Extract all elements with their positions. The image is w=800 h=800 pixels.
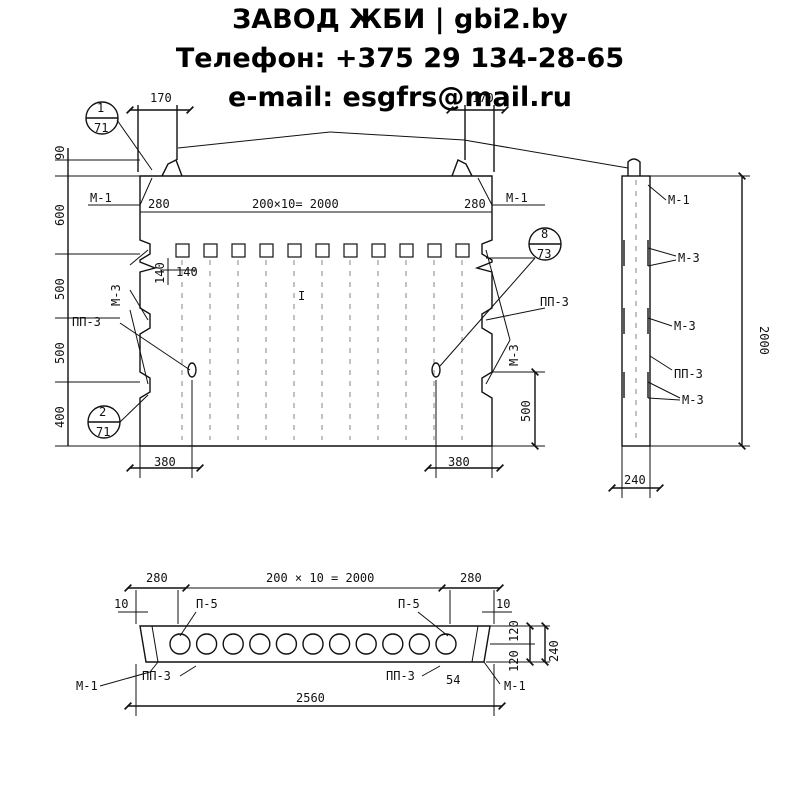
callout-right-num: 8: [541, 227, 548, 241]
dim-280-right: 280: [464, 197, 486, 211]
plan-hole: [195, 633, 218, 655]
plan-dim-total: 2560: [296, 691, 325, 705]
plan-dim-120-top: 120: [507, 620, 521, 642]
plan-view-labels: 280 200 × 10 = 2000 280 10 10 П-5 П-5 12…: [76, 571, 561, 705]
plan-hole: [355, 633, 377, 655]
label-pp3-right: ПП-3: [540, 295, 569, 309]
plan-dim-280-left: 280: [146, 571, 168, 585]
front-view: [55, 101, 629, 478]
plan-outline: [139, 625, 491, 663]
plan-hole: [328, 633, 351, 655]
callout-bottom-sheet: 71: [96, 425, 110, 439]
dim-left-90: 90: [53, 146, 67, 160]
front-panel-outline: [139, 175, 493, 447]
lifting-loop-right: [451, 159, 473, 177]
front-view-labels: 170 170 1 71 2 71 8 73 90 600 500 500 40…: [53, 91, 569, 469]
side-view-labels: М-1 М-3 М-3 ПП-3 М-3 2000 240: [624, 193, 771, 487]
label-m1-left: М-1: [90, 191, 112, 205]
plan-dim-10-right: 10: [496, 597, 510, 611]
header-phone: Телефон: +375 29 134-28-65: [175, 43, 625, 74]
dim-left-600: 600: [53, 204, 67, 226]
dim-span: 200×10= 2000: [252, 197, 339, 211]
center-mark: I: [298, 289, 305, 303]
side-view: [608, 158, 750, 498]
dim-140-v: 140: [153, 262, 167, 284]
callout-top-num: 1: [97, 101, 104, 115]
header-email: e-mail: esgfrs@mail.ru: [227, 82, 573, 113]
plan-hole: [275, 633, 298, 655]
plan-hole: [169, 633, 191, 655]
label-m3-right: М-3: [507, 344, 521, 366]
plan-hole: [222, 633, 244, 655]
plan-hole: [382, 633, 404, 655]
side-dim-height: 2000: [757, 326, 771, 355]
dim-380-left: 380: [154, 455, 176, 469]
label-pp3-left: ПП-3: [72, 315, 101, 329]
label-m3-left: М-3: [109, 284, 123, 306]
side-label-m3b: М-3: [674, 319, 696, 333]
dim-500-right: 500: [519, 400, 533, 422]
side-label-m3c: М-3: [682, 393, 704, 407]
dim-380-right: 380: [448, 455, 470, 469]
embed-part-right: [431, 362, 441, 378]
side-lifting-loop: [627, 158, 641, 176]
plan-dim-120-bottom: 120: [507, 650, 521, 672]
dim-280-left: 280: [148, 197, 170, 211]
plan-view: [99, 584, 550, 716]
dim-140-h: 140: [176, 265, 198, 279]
hollow-core-lines: [181, 260, 463, 440]
embed-part-left: [187, 362, 197, 378]
side-label-m1: М-1: [668, 193, 690, 207]
callout-top-sheet: 71: [94, 121, 108, 135]
side-label-m3a: М-3: [678, 251, 700, 265]
plan-dim-span: 200 × 10 = 2000: [266, 571, 374, 585]
plan-label-pp3-right: ПП-3: [386, 669, 415, 683]
plan-dim-240: 240: [547, 640, 561, 662]
header-block: ЗАВОД ЖБИ | gbi2.by Телефон: +375 29 134…: [0, 0, 800, 117]
side-dim-width: 240: [624, 473, 646, 487]
label-m1-right: М-1: [506, 191, 528, 205]
dim-left-500a: 500: [53, 278, 67, 300]
plan-holes: [169, 633, 457, 655]
side-label-pp3: ПП-3: [674, 367, 703, 381]
dim-top-right: 170: [472, 91, 494, 105]
plan-hole: [249, 633, 271, 655]
plan-label-m1-right: М-1: [504, 679, 526, 693]
plan-label-m1-left: М-1: [76, 679, 98, 693]
header-company: ЗАВОД ЖБИ | gbi2.by: [232, 4, 568, 35]
dim-left-400: 400: [53, 406, 67, 428]
dim-top-left: 170: [150, 91, 172, 105]
hole-row: [175, 243, 470, 258]
plan-dim-280-right: 280: [460, 571, 482, 585]
plan-label-p5-right: П-5: [398, 597, 420, 611]
plan-hole: [408, 633, 431, 655]
lifting-loop-left: [161, 159, 183, 177]
plan-dim-10-left: 10: [114, 597, 128, 611]
callout-bottom-num: 2: [99, 405, 106, 419]
plan-dim-54: 54: [446, 673, 460, 687]
side-panel-outline: [621, 175, 651, 447]
callout-right-sheet: 73: [537, 247, 551, 261]
plan-label-pp3-left: ПП-3: [142, 669, 171, 683]
plan-label-p5-left: П-5: [196, 597, 218, 611]
plan-hole: [435, 633, 457, 655]
plan-hole: [302, 633, 324, 655]
dim-left-500b: 500: [53, 342, 67, 364]
